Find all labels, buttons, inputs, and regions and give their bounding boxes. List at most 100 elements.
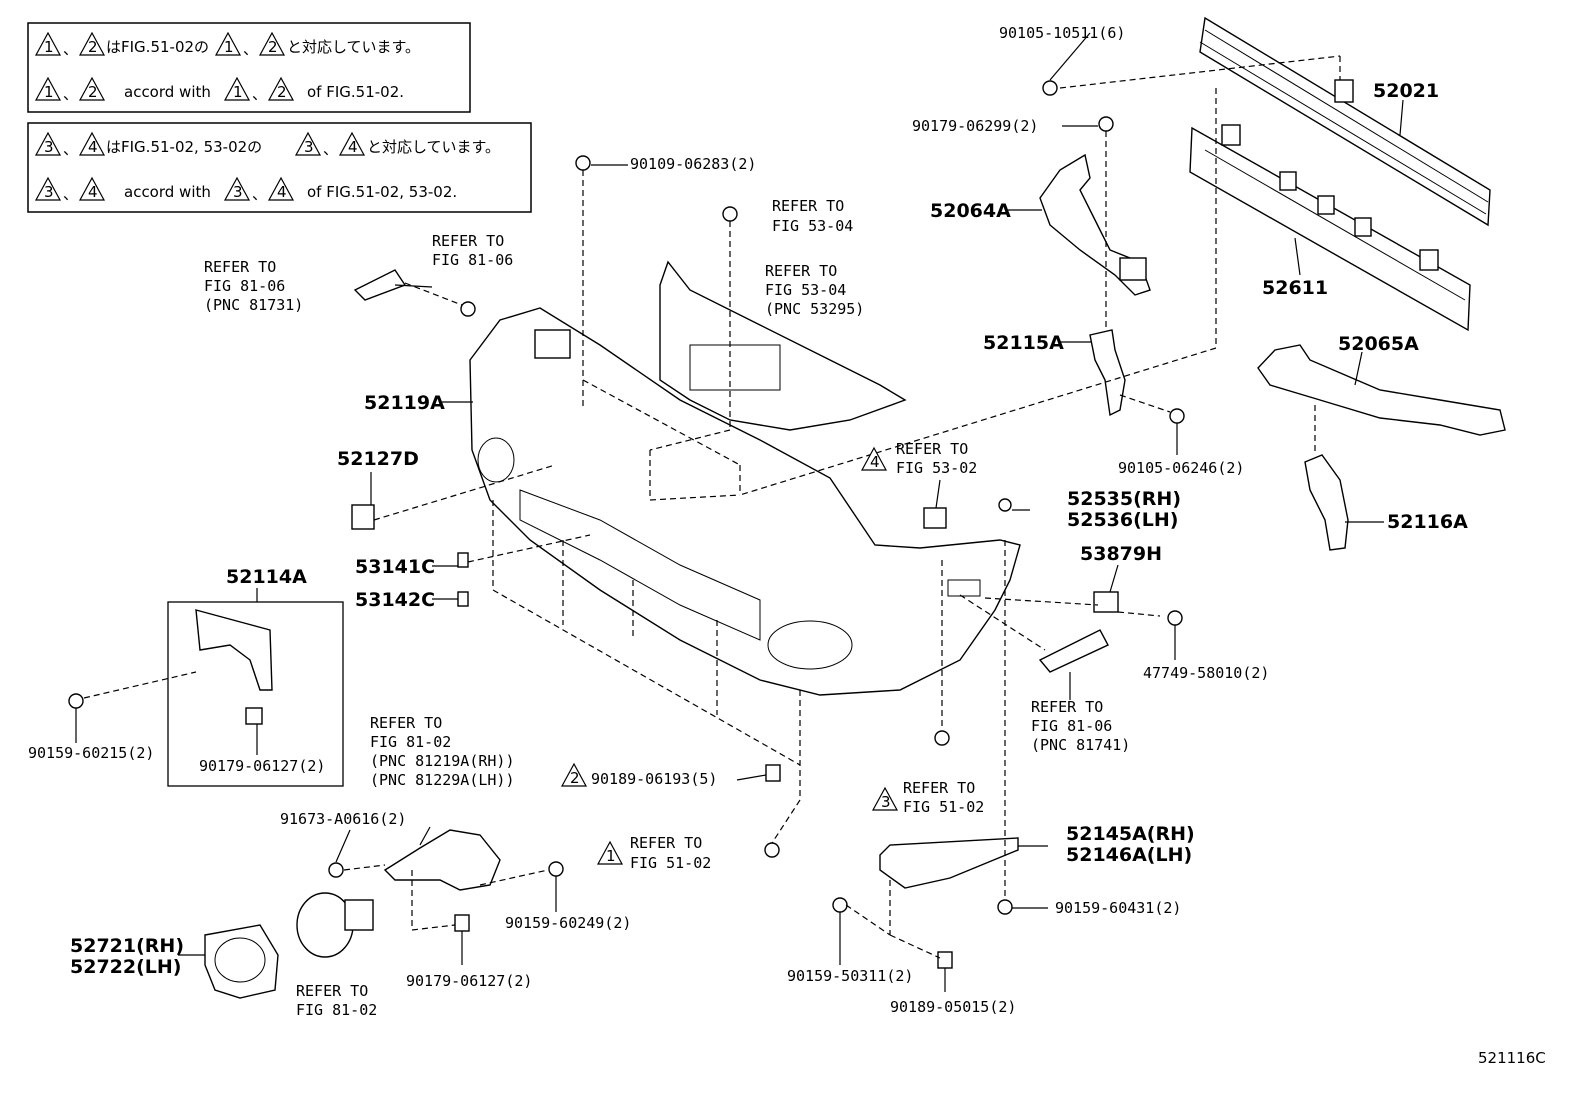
svg-text:REFER TO: REFER TO [296, 982, 368, 1000]
svg-text:1: 1 [233, 83, 243, 101]
bracket-52065A [1257, 344, 1506, 436]
svg-text:REFER TO: REFER TO [765, 262, 837, 280]
svg-text:2: 2 [570, 769, 580, 787]
svg-text:FIG 51-02: FIG 51-02 [903, 798, 984, 816]
svg-text:FIG 53-04: FIG 53-04 [772, 217, 853, 235]
label-53142C: 53142C [355, 589, 435, 611]
svg-text:3: 3 [44, 138, 54, 156]
svg-text:3: 3 [233, 183, 243, 201]
note-box-1: 1 、 2 はFIG.51-02の 1 、 2 と対応しています。 1 、 2 … [27, 22, 471, 113]
svg-text:FIG 81-06: FIG 81-06 [204, 277, 285, 295]
bracket-52064A [1039, 153, 1151, 296]
label-53879H: 53879H [1080, 543, 1162, 565]
bracket-52145A [879, 837, 1019, 889]
svg-text:4: 4 [277, 183, 287, 201]
bumper-reinforcement-52021 [1199, 16, 1491, 227]
svg-text:(PNC 81229A(LH)): (PNC 81229A(LH)) [370, 771, 515, 789]
svg-text:FIG 81-06: FIG 81-06 [432, 251, 513, 269]
label-90179-06127-a: 90179-06127(2) [199, 757, 325, 775]
svg-text:FIG 53-02: FIG 53-02 [896, 459, 977, 477]
clip-53142C [457, 591, 469, 607]
svg-text:1: 1 [606, 847, 616, 865]
fog-lamp [296, 892, 374, 958]
label-90179-06299: 90179-06299(2) [912, 117, 1038, 135]
nut-53-02 [923, 507, 947, 529]
label-90189-06193: 90189-06193(5) [591, 770, 717, 788]
nut-81-06 [460, 301, 476, 317]
bumper-cover-52119A [469, 307, 1021, 696]
label-90105-06246: 90105-06246(2) [1118, 459, 1244, 477]
label-91673-A0616: 91673-A0616(2) [280, 810, 406, 828]
svg-text:3: 3 [304, 138, 314, 156]
svg-text:REFER TO: REFER TO [204, 258, 276, 276]
label-52721: 52721(RH) [70, 935, 184, 957]
part-labels: 52021 52611 52064A 52065A 52115A 52116A … [28, 24, 1468, 1016]
absorber-52611 [1189, 124, 1471, 332]
svg-text:4: 4 [88, 183, 98, 201]
note2-line1-text: はFIG.51-02, 53-02の [106, 138, 262, 156]
svg-text:1: 1 [44, 38, 54, 56]
svg-text:、: 、 [63, 140, 78, 158]
svg-text:2: 2 [88, 83, 98, 101]
clip-53879H [1093, 591, 1119, 613]
label-52119A: 52119A [364, 392, 445, 414]
label-90189-05015: 90189-05015(2) [890, 998, 1016, 1016]
label-52146A: 52146A(LH) [1066, 844, 1192, 866]
box-52114A [167, 601, 344, 787]
refer-labels: REFER TO FIG 53-04 REFER TO FIG 53-04 (P… [204, 197, 1130, 1019]
label-52145A: 52145A(RH) [1066, 823, 1195, 845]
svg-text:(PNC 53295): (PNC 53295) [765, 300, 864, 318]
label-52535: 52535(RH) [1067, 488, 1181, 510]
note1-line2-end: of FIG.51-02. [307, 83, 404, 101]
svg-text:、: 、 [323, 140, 338, 158]
fog-lamp-bracket [383, 829, 501, 891]
label-90109-06283: 90109-06283(2) [630, 155, 756, 173]
svg-text:、: 、 [63, 185, 78, 203]
note2-line2-text: accord with [124, 183, 211, 201]
svg-text:、: 、 [63, 40, 78, 58]
note1-line1-end: と対応しています。 [287, 38, 420, 56]
label-90179-06127-b: 90179-06127(2) [406, 972, 532, 990]
label-52115A: 52115A [983, 332, 1064, 354]
svg-text:、: 、 [243, 40, 258, 58]
diagram-code: 521116C [1478, 1049, 1546, 1067]
note-box-2: 3 、 4 はFIG.51-02, 53-02の 3 、 4 と対応しています。… [27, 122, 532, 213]
svg-text:FIG 53-04: FIG 53-04 [765, 281, 846, 299]
svg-text:4: 4 [348, 138, 358, 156]
svg-text:REFER TO: REFER TO [903, 779, 975, 797]
label-52065A: 52065A [1338, 333, 1419, 355]
note1-line1-text: はFIG.51-02の [106, 38, 209, 56]
svg-text:4: 4 [870, 453, 880, 471]
label-52536: 52536(LH) [1067, 509, 1178, 531]
svg-text:FIG 81-02: FIG 81-02 [296, 1001, 377, 1019]
label-47749-58010: 47749-58010(2) [1143, 664, 1269, 682]
svg-text:(PNC 81219A(RH)): (PNC 81219A(RH)) [370, 752, 515, 770]
svg-text:、: 、 [63, 85, 78, 103]
svg-text:4: 4 [88, 138, 98, 156]
svg-text:REFER TO: REFER TO [370, 714, 442, 732]
svg-text:3: 3 [44, 183, 54, 201]
label-90159-60249: 90159-60249(2) [505, 914, 631, 932]
fog-lamp-bezel-52721 [204, 924, 279, 999]
label-52114A: 52114A [226, 566, 307, 588]
label-53141C: 53141C [355, 556, 435, 578]
svg-text:REFER TO: REFER TO [432, 232, 504, 250]
label-90159-60215: 90159-60215(2) [28, 744, 154, 762]
label-52021: 52021 [1373, 80, 1439, 102]
svg-text:2: 2 [277, 83, 287, 101]
clip-53141C [457, 552, 469, 568]
svg-text:、: 、 [252, 85, 267, 103]
label-52722: 52722(LH) [70, 956, 181, 978]
svg-text:FIG 81-06: FIG 81-06 [1031, 717, 1112, 735]
svg-text:1: 1 [224, 38, 234, 56]
label-52064A: 52064A [930, 200, 1011, 222]
svg-text:1: 1 [44, 83, 54, 101]
label-90105-10511: 90105-10511(6) [999, 24, 1125, 42]
label-52611: 52611 [1262, 277, 1328, 299]
svg-text:3: 3 [881, 793, 891, 811]
lamp-cover-81741 [1038, 629, 1109, 673]
svg-text:2: 2 [88, 38, 98, 56]
svg-text:FIG 51-02: FIG 51-02 [630, 854, 711, 872]
cover-52127D [351, 504, 375, 530]
